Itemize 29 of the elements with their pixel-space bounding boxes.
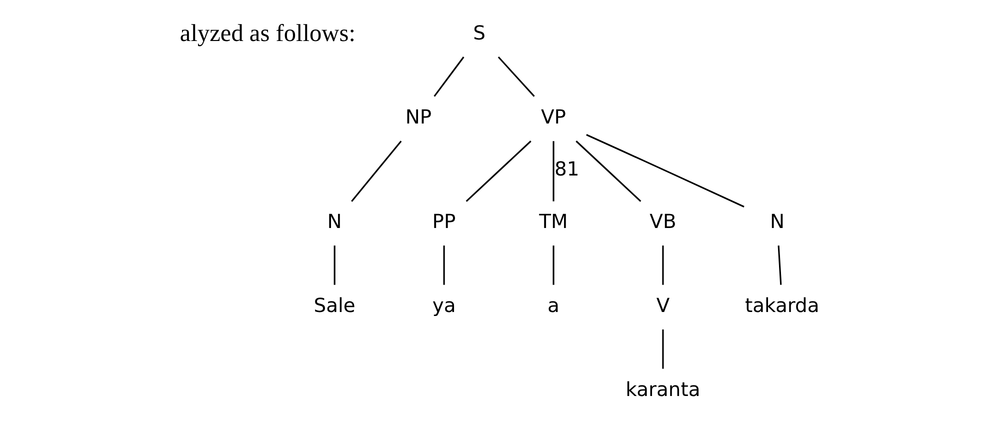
node-text: ya <box>432 294 456 317</box>
connector <box>334 246 336 285</box>
connector <box>662 329 664 369</box>
edge-label: 81 <box>554 158 580 181</box>
connector <box>351 140 402 202</box>
node-text: VB <box>650 210 676 233</box>
node-text: Sale <box>314 294 356 317</box>
label: alyzed as follows: <box>180 20 356 47</box>
connector <box>778 245 782 285</box>
node-text: N <box>770 210 785 233</box>
node-text: takarda <box>745 294 820 317</box>
connector <box>466 140 532 202</box>
connector <box>434 56 464 97</box>
connector <box>552 246 554 285</box>
node-text: N <box>327 210 342 233</box>
connector <box>443 246 445 285</box>
node-text: PP <box>432 210 456 233</box>
node-text: NP <box>405 105 432 128</box>
node-text: VP <box>540 105 566 128</box>
connector <box>576 140 642 202</box>
connector <box>586 134 744 208</box>
node-text: TM <box>539 210 568 233</box>
node-text: karanta <box>626 378 700 401</box>
connector <box>498 56 535 97</box>
connector <box>552 141 554 202</box>
node-text: V <box>656 294 670 317</box>
node-text: a <box>548 294 560 317</box>
connector <box>662 246 664 285</box>
node-text: S <box>473 21 486 44</box>
